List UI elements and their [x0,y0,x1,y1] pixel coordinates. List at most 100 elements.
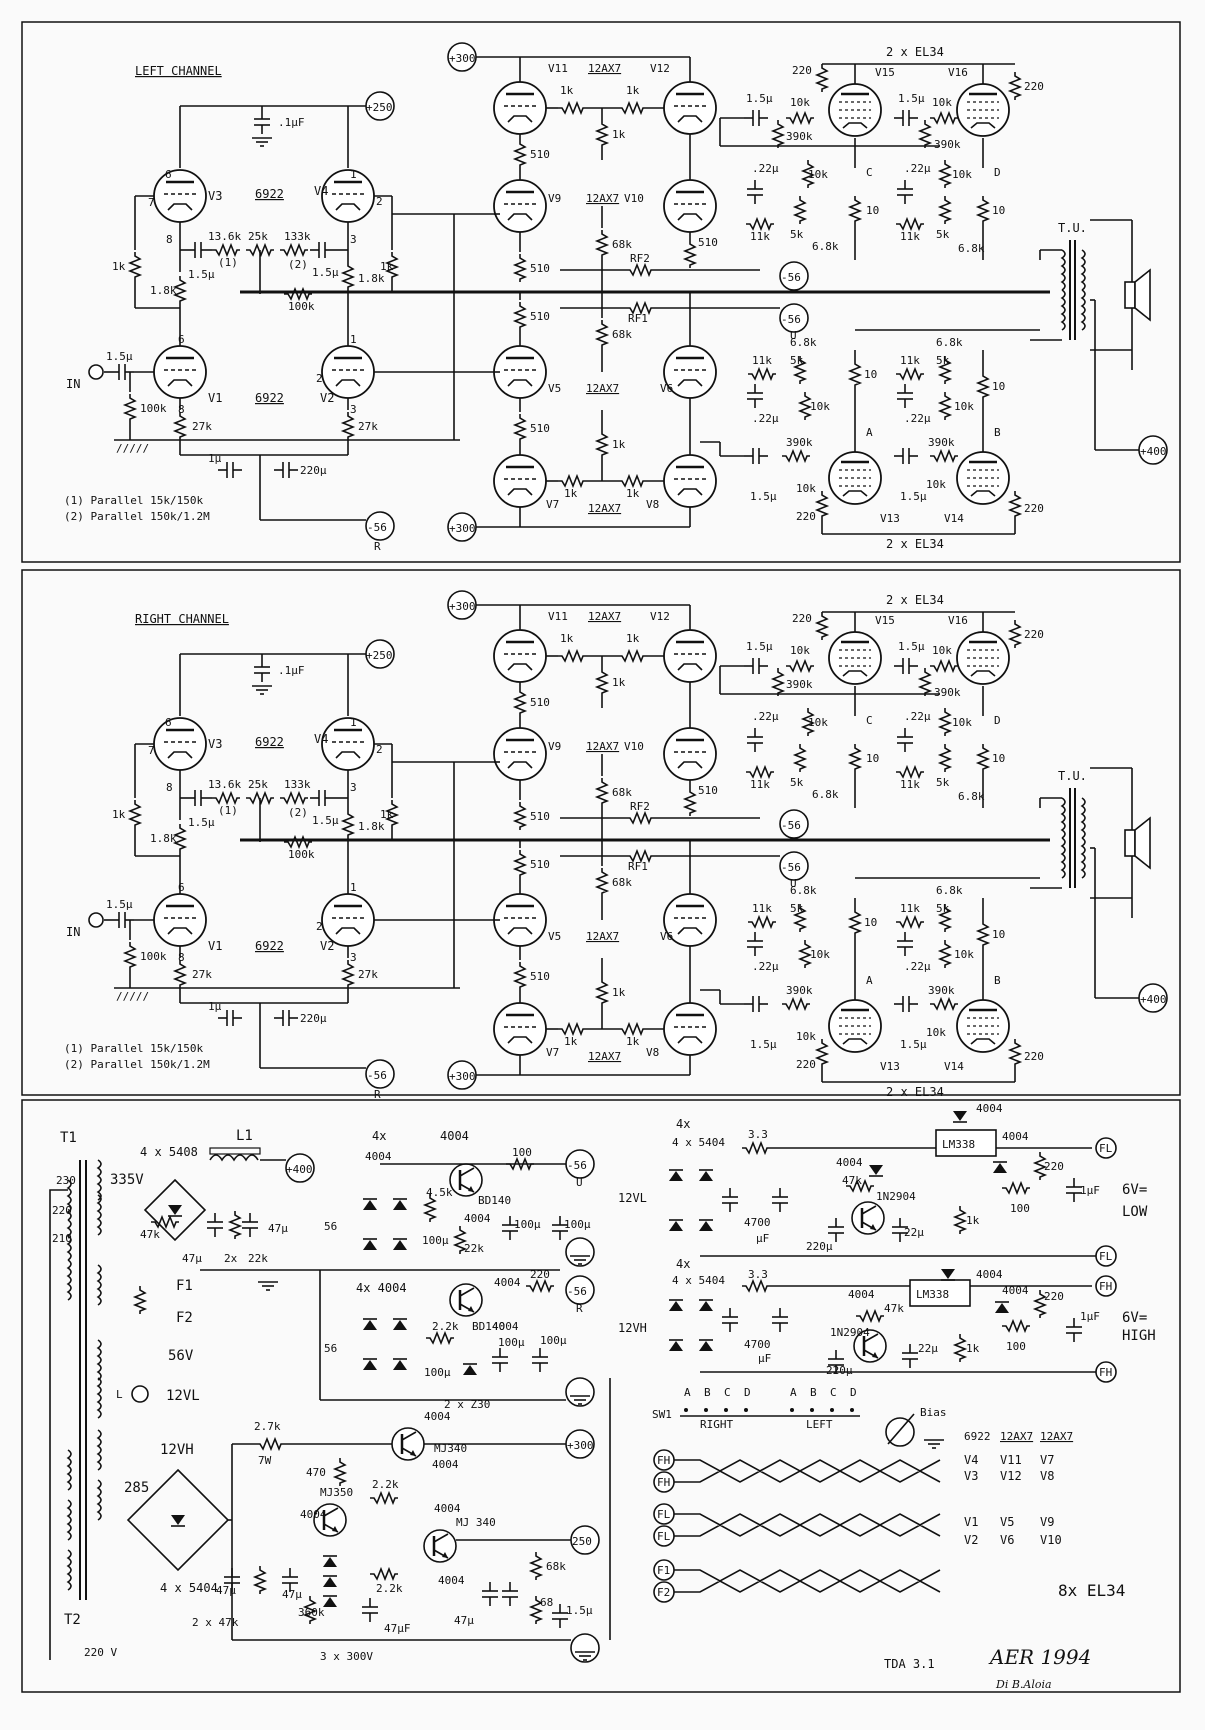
r-10-o1: 10 [866,204,879,217]
svg-text:V6: V6 [1000,1533,1014,1547]
type-12ax7-a: 12AX7 [588,62,621,75]
d4004-lm2: 4004 [1002,1130,1029,1143]
c-22u-o3: .22μ [752,960,779,973]
r-33-b: 3.3 [748,1268,768,1281]
r-33-a: 3.3 [748,1128,768,1141]
tube-v13: V13 [880,1060,900,1073]
out-tubes-top: 2 x EL34 [886,45,944,59]
tube-v7: V7 [546,498,559,511]
r-220-d: 220 [1024,1050,1044,1063]
f2-label: F2 [176,1310,193,1326]
lamp-label: L [116,1388,123,1401]
input-label: IN [66,377,80,391]
r-5k-o3: 5k [790,902,804,915]
par-1: (1) [218,804,238,817]
r-27k-v1: 27k [192,420,212,433]
c-47uf: 47μF [384,1622,411,1635]
r-220-d: 220 [1024,502,1044,515]
note-2: (2) Parallel 150k/1.2M [64,1058,210,1071]
r-220-reg-b: 220 [1044,1290,1064,1303]
svg-text:V10: V10 [1040,1533,1062,1547]
sw-letters: A B C D A B C D [684,1386,857,1399]
svg-text:2: 2 [376,743,383,756]
x4-b: 4x [676,1117,690,1131]
t1-label: T1 [60,1130,77,1146]
rail-minus56-r: -56 [367,1069,387,1082]
lm338-b-label: LM338 [916,1288,949,1301]
m56-r: -56 [567,1285,587,1298]
c-15u-o4: 1.5μ [900,490,927,503]
rf1: RF1 [628,312,648,325]
lm338-b [909,1279,971,1307]
right-channel-block: RIGHT CHANNEL +250 .1μF V3 678 V4 123 69… [64,590,1168,1101]
svg-text:B: B [810,1386,817,1399]
tube-v6: V6 [660,382,673,395]
svg-text:F1: F1 [657,1564,670,1577]
r-68k-o4: 6.8k [936,884,963,897]
out-tubes-bottom: 2 x EL34 [886,537,944,551]
r-1k-e: 1k [626,487,640,500]
r-10-o1: 10 [866,752,879,765]
pin-c: C [866,166,873,179]
rail-r-label: R [374,540,381,553]
filament-row-5: F2 [653,1581,675,1603]
r-1k-f: 1k [612,986,626,999]
c-1uf-b: 1μF [1080,1310,1100,1323]
w7-label: 7W [258,1454,272,1467]
r-18k-b: 1.8k [358,820,385,833]
svg-text:V11: V11 [1000,1453,1022,1467]
r-68-psu: 68 [540,1596,553,1609]
svg-text:V7: V7 [1040,1453,1054,1467]
tube-v6: V6 [660,930,673,943]
t2-label: T2 [64,1612,81,1628]
r-390k-o1: 390k [786,678,813,691]
r-1k-d: 1k [564,1035,578,1048]
psu-250: 250 [572,1535,592,1548]
x4-label: 4x [372,1129,386,1143]
filament-row-2: FL [653,1503,675,1525]
c-100u-f: 100μ [424,1366,451,1379]
tube-v4: V4 [314,184,328,198]
c-22u-o4: .22μ [904,960,931,973]
r-22k-b: 22k [464,1242,484,1255]
r-27k-7w: 2.7k [254,1420,281,1433]
tube-v11: V11 [548,62,568,75]
type-12ax7-d: 12AX7 [588,1050,621,1063]
r-68k-a: 68k [612,786,632,799]
r-68k-b: 68k [612,328,632,341]
c-22u-o3: .22μ [752,412,779,425]
bias-switch[interactable] [680,1408,860,1417]
c-100u-a: 100μ [514,1218,541,1231]
tap-220: 220 [52,1204,72,1217]
r-510-a: 510 [530,696,550,709]
tbl-h0: 6922 [964,1430,991,1443]
type-12ax7-c: 12AX7 [586,382,619,395]
r-27k-v2: 27k [358,420,378,433]
r-510-a: 510 [530,148,550,161]
tube-v16: V16 [948,66,968,79]
tap-210: 210 [52,1232,72,1245]
c-15u-psu: 1.5μ [566,1604,593,1617]
svg-text:D: D [850,1386,857,1399]
tube-v2: V2 [320,391,334,405]
bridge1-label: 4 x 5408 [140,1145,198,1159]
r-136k: 13.6k [208,778,241,791]
out-tubes-top: 2 x EL34 [886,593,944,607]
c-15u-a: 1.5μ [188,268,215,281]
bias-label: Bias [920,1406,947,1419]
svg-text:3: 3 [350,403,357,416]
r-10k-o8: 10k [954,400,974,413]
r-10k-o3: 10k [808,716,828,729]
frame-right-channel [21,569,1181,1096]
r-22k: 22k [248,1252,268,1265]
footer-aer: AER 1994 [988,1645,1091,1669]
r-10k-o2: 10k [932,644,952,657]
r-68k-o2: 6.8k [958,242,985,255]
c-220u-b: 220μ [826,1364,853,1377]
r-18k-b: 1.8k [358,272,385,285]
svg-text:D: D [744,1386,751,1399]
pin-a: A [866,974,873,987]
r-136k: 13.6k [208,230,241,243]
el34-label: 8x EL34 [1058,1581,1125,1600]
rail-plus250: +250 [366,101,393,114]
